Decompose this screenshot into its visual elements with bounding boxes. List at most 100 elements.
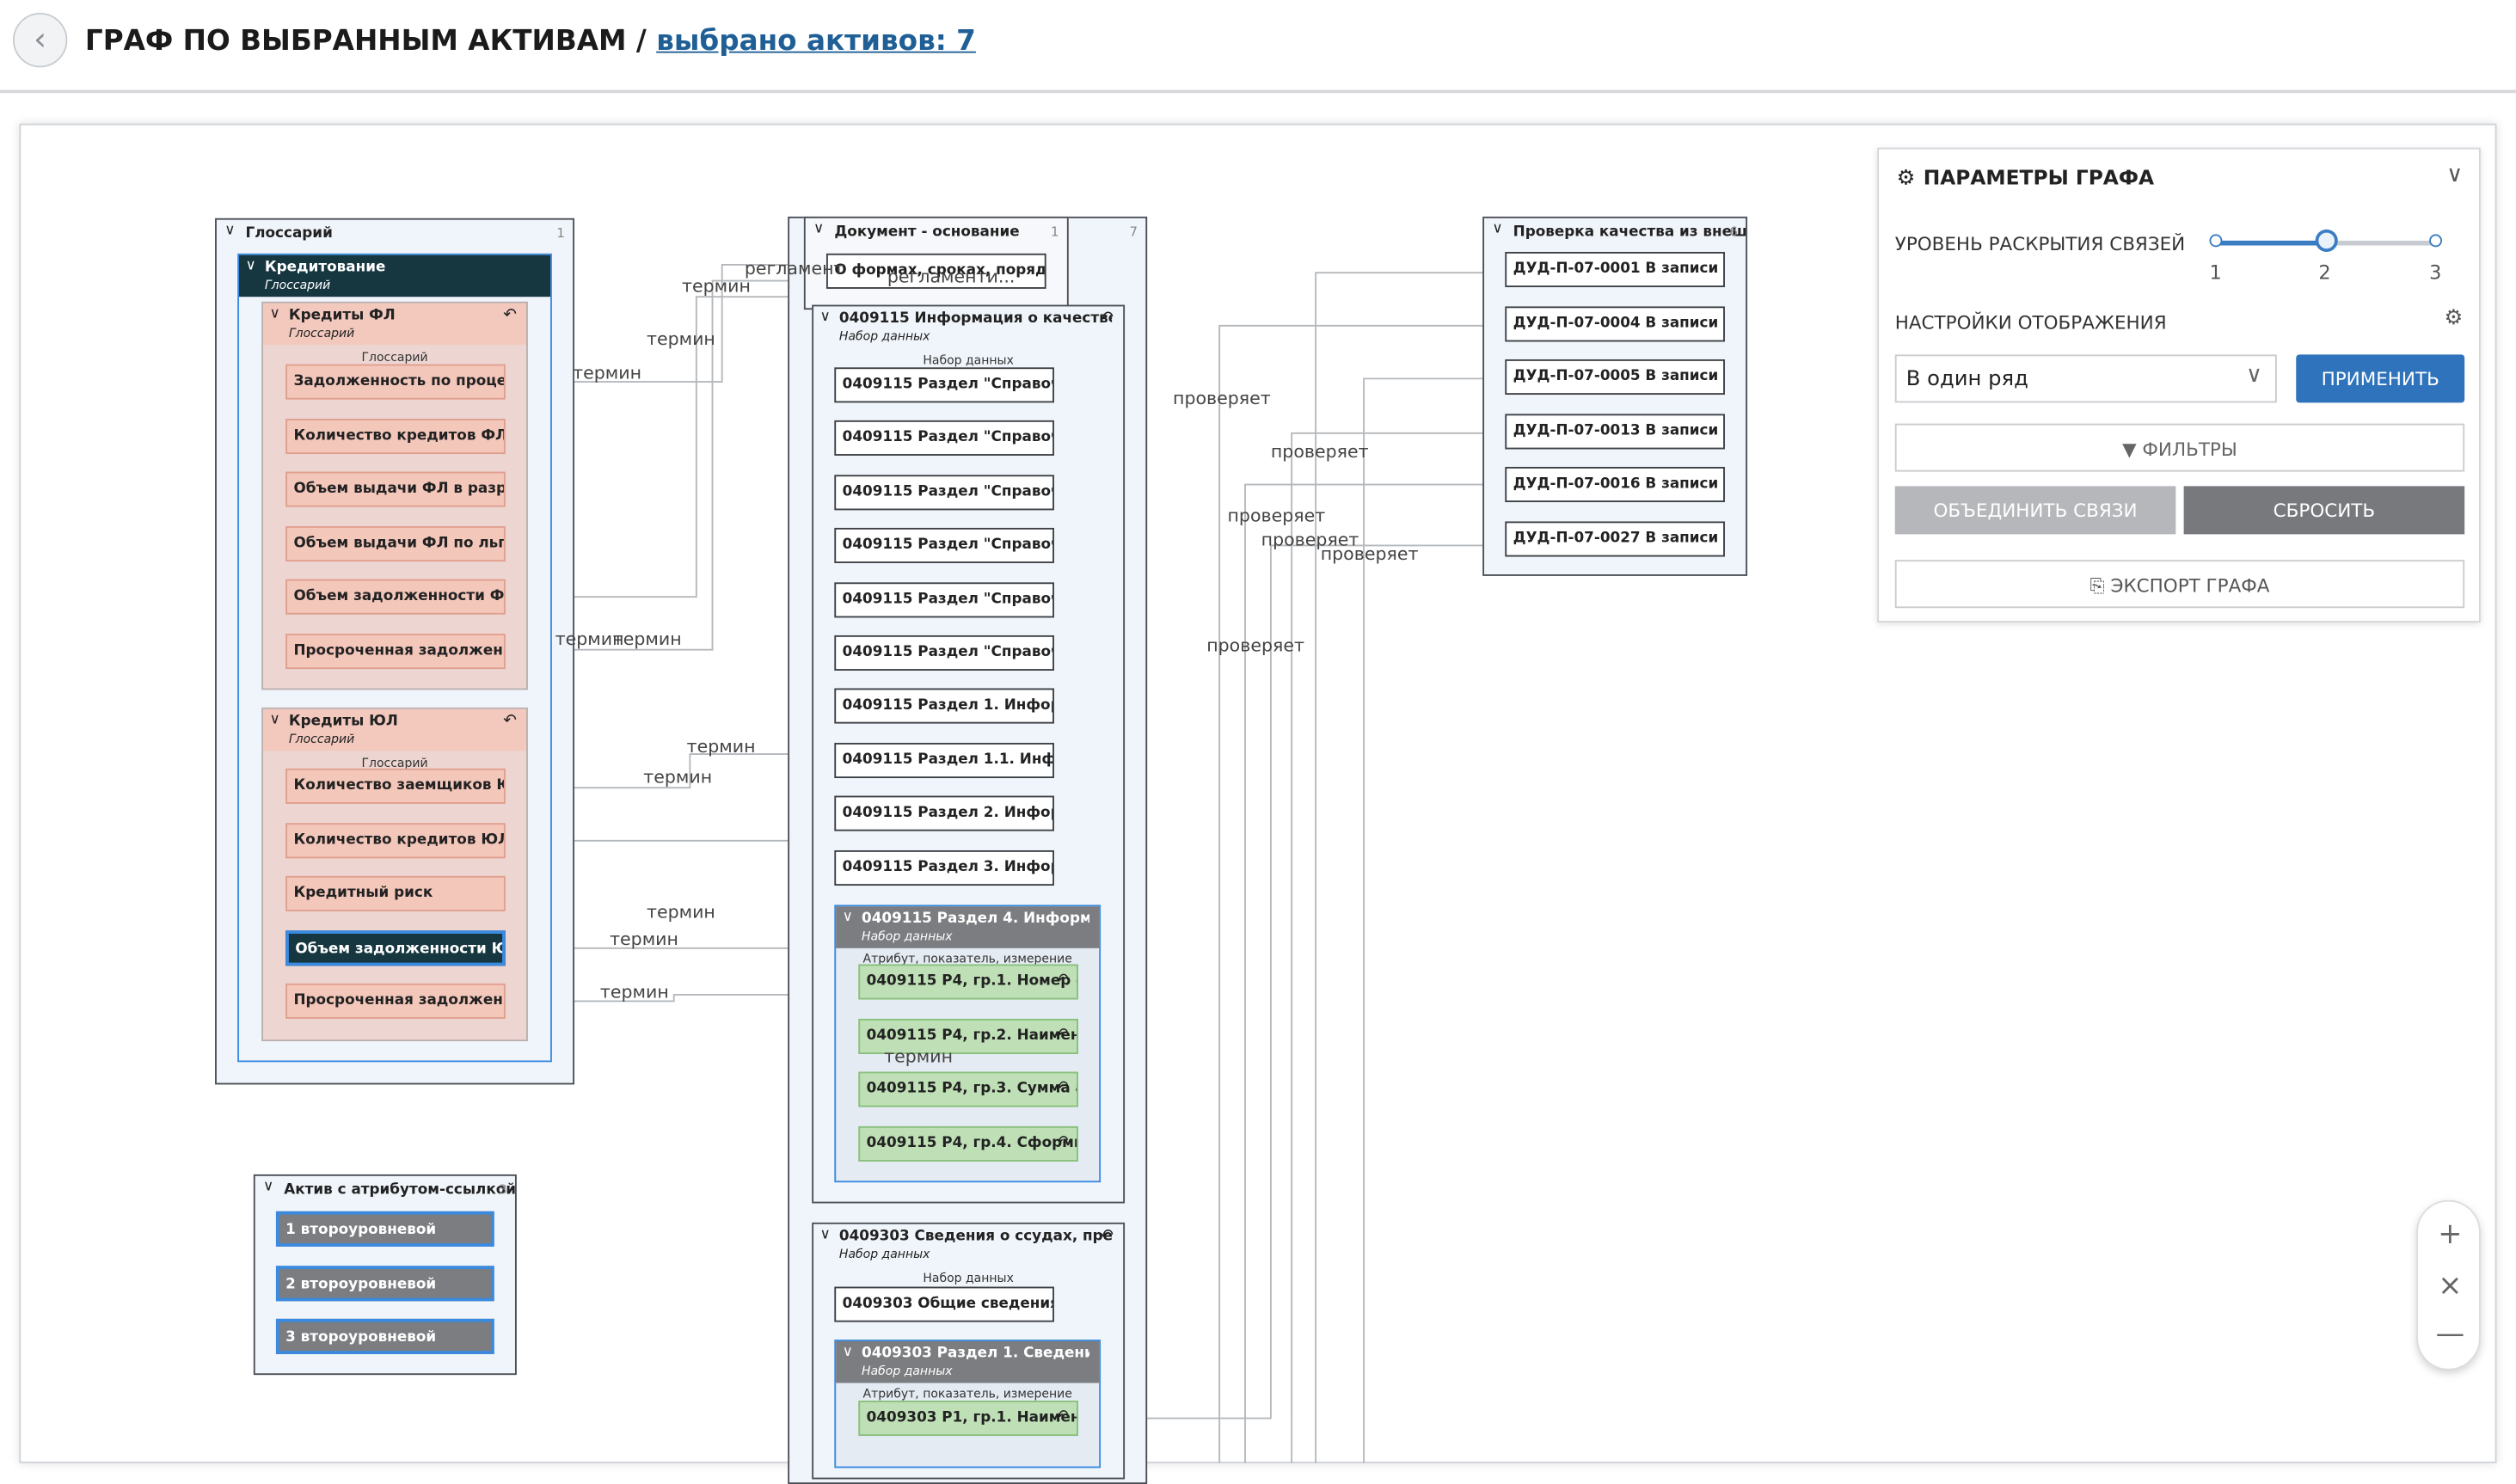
edge-label: термин bbox=[599, 981, 669, 1003]
chevron-down-icon[interactable]: ∨ bbox=[245, 258, 256, 275]
quality-check-node[interactable]: ДУД-П-07-0005 В записи ... bbox=[1505, 359, 1725, 396]
edge-label: термин bbox=[646, 328, 715, 350]
filter-icon: ▼ bbox=[2122, 438, 2143, 461]
term-node[interactable]: Объем задолженности ЮЛ bbox=[285, 929, 506, 966]
collapse-return-icon[interactable]: ↶ bbox=[1100, 1227, 1114, 1246]
zoom-controls: + × — bbox=[2416, 1199, 2481, 1371]
edge-label: проверяет bbox=[1320, 543, 1419, 565]
dataset-node[interactable]: 0409115 Раздел 3. Инфор... bbox=[834, 849, 1054, 886]
chevron-left-icon: ‹ bbox=[34, 19, 47, 58]
attribute-node[interactable]: 0409115 Р4, гр.2. Наимен...↶ bbox=[858, 1017, 1078, 1054]
edge-label: проверяет bbox=[1206, 635, 1304, 657]
term-node[interactable]: Объем выдачи ФЛ по льго... bbox=[285, 525, 506, 561]
display-mode-select[interactable]: В один ряд∨ bbox=[1894, 354, 2277, 403]
chevron-down-icon[interactable]: ∨ bbox=[224, 223, 236, 240]
display-label: НАСТРОЙКИ ОТОБРАЖЕНИЯ bbox=[1894, 311, 2167, 334]
term-node[interactable]: Задолженность по процен... bbox=[285, 364, 506, 400]
chevron-down-icon[interactable]: ∨ bbox=[813, 221, 825, 238]
tick-label-3: 3 bbox=[2429, 261, 2442, 285]
chevron-down-icon[interactable]: ∨ bbox=[263, 1179, 274, 1196]
term-node[interactable]: Количество кредитов ФЛ bbox=[285, 418, 506, 454]
edge-label: проверяет bbox=[1173, 388, 1271, 409]
apply-button[interactable]: ПРИМЕНИТЬ bbox=[2296, 354, 2465, 403]
quality-check-node[interactable]: ДУД-П-07-0027 В записи ... bbox=[1505, 520, 1725, 556]
chevron-down-icon[interactable]: ∨ bbox=[2446, 162, 2464, 188]
chevron-down-icon[interactable]: ∨ bbox=[842, 1344, 853, 1361]
chevron-down-icon[interactable]: ∨ bbox=[1492, 221, 1503, 238]
collapse-return-icon[interactable]: ↶ bbox=[1056, 1408, 1069, 1426]
edge-label: термин bbox=[884, 1046, 954, 1067]
edge-label: проверяет bbox=[1261, 529, 1359, 551]
slider-thumb[interactable] bbox=[2314, 229, 2337, 252]
collapse-return-icon[interactable]: ↶ bbox=[1100, 310, 1114, 328]
merge-links-button[interactable]: ОБЪЕДИНИТЬ СВЯЗИ bbox=[1894, 486, 2176, 535]
attribute-node[interactable]: 0409115 Р4, гр.4. Сформи...↶ bbox=[858, 1125, 1078, 1162]
graph-settings-panel: ⚙ПАРАМЕТРЫ ГРАФА ∨ УРОВЕНЬ РАСКРЫТИЯ СВЯ… bbox=[1877, 147, 2481, 623]
level-label: УРОВЕНЬ РАСКРЫТИЯ СВЯЗЕЙ bbox=[1894, 232, 2186, 255]
dataset-node[interactable]: 0409115 Раздел "Справоч... bbox=[834, 474, 1054, 511]
reset-button[interactable]: СБРОСИТЬ bbox=[2183, 486, 2465, 535]
level-slider[interactable] bbox=[2209, 229, 2443, 252]
tick-label-2: 2 bbox=[2318, 261, 2331, 285]
back-button[interactable]: ‹ bbox=[12, 12, 68, 68]
chevron-down-icon[interactable]: ∨ bbox=[842, 910, 853, 926]
zoom-out-button[interactable]: — bbox=[2435, 1316, 2465, 1352]
collapse-return-icon[interactable]: ↶ bbox=[1056, 1026, 1069, 1042]
edge-label: термин bbox=[686, 736, 756, 757]
edge-label: термин bbox=[573, 362, 642, 383]
dataset-node[interactable]: 0409115 Раздел "Справоч... bbox=[834, 635, 1054, 671]
term-node[interactable]: Количество кредитов ЮЛ bbox=[285, 822, 506, 858]
zoom-in-button[interactable]: + bbox=[2438, 1217, 2463, 1252]
slider-tick-3[interactable] bbox=[2429, 234, 2443, 248]
quality-check-node[interactable]: ДУД-П-07-0016 В записи ... bbox=[1505, 467, 1725, 503]
edge-label: термин bbox=[610, 929, 678, 950]
attribute-node[interactable]: 0409303 Р1, гр.1. Наимен...↶ bbox=[858, 1401, 1078, 1437]
chevron-down-icon[interactable]: ∨ bbox=[819, 310, 831, 326]
asset-node[interactable]: 1 второуровневой bbox=[275, 1211, 494, 1247]
chevron-down-icon[interactable]: ∨ bbox=[269, 306, 280, 323]
chevron-down-icon[interactable]: ∨ bbox=[819, 1227, 831, 1244]
collapse-return-icon[interactable]: ↶ bbox=[503, 712, 517, 731]
edge-label: проверяет bbox=[1270, 441, 1369, 463]
term-node[interactable]: Объем задолженности ФЛ bbox=[285, 579, 506, 615]
edge-label: проверяет bbox=[1227, 505, 1326, 527]
term-node[interactable]: Объем выдачи ФЛ в разр... bbox=[285, 471, 506, 507]
filters-button[interactable]: ▼ ФИЛЬТРЫ bbox=[1894, 423, 2465, 472]
attribute-node[interactable]: 0409115 Р4, гр.3. Сумма а...↶ bbox=[858, 1071, 1078, 1107]
term-node[interactable]: Просроченная задолженн... bbox=[285, 633, 506, 669]
dataset-node[interactable]: 0409115 Раздел 2. Инфор... bbox=[834, 795, 1054, 831]
chevron-down-icon[interactable]: ∨ bbox=[269, 712, 280, 729]
term-node[interactable]: Просроченная задолженн... bbox=[285, 983, 506, 1019]
dataset-node[interactable]: 0409115 Раздел 1.1. Инф... bbox=[834, 742, 1054, 778]
dataset-node[interactable]: 0409303 Общие сведения bbox=[834, 1286, 1054, 1322]
quality-check-node[interactable]: ДУД-П-07-0004 В записи ... bbox=[1505, 305, 1725, 341]
term-node[interactable]: Количество заемщиков ЮЛ bbox=[285, 768, 506, 804]
export-button[interactable]: ⎘ ЭКСПОРТ ГРАФА bbox=[1894, 560, 2465, 609]
quality-check-node[interactable]: ДУД-П-07-0001 В записи ... bbox=[1505, 251, 1725, 288]
asset-node[interactable]: 3 второуровневой bbox=[275, 1318, 494, 1354]
page-header: ‹ ГРАФ ПО ВЫБРАННЫМ АКТИВАМ / выбрано ак… bbox=[0, 0, 2516, 94]
attribute-node[interactable]: 0409115 Р4, гр.1. Номер с...↶ bbox=[858, 964, 1078, 1000]
gear-icon[interactable]: ⚙ bbox=[2444, 306, 2464, 331]
dataset-node[interactable]: 0409115 Раздел 1. Инфор... bbox=[834, 689, 1054, 725]
dataset-node[interactable]: 0409115 Раздел "Справоч... bbox=[834, 581, 1054, 617]
selected-assets-link[interactable]: выбрано активов: 7 bbox=[656, 25, 976, 58]
tick-label-1: 1 bbox=[2209, 261, 2222, 285]
slider-tick-1[interactable] bbox=[2209, 234, 2223, 248]
dataset-node[interactable]: 0409115 Раздел "Справоч... bbox=[834, 420, 1054, 457]
export-icon: ⎘ bbox=[2090, 574, 2111, 598]
collapse-return-icon[interactable]: ↶ bbox=[1056, 1079, 1069, 1096]
collapse-return-icon[interactable]: ↶ bbox=[1056, 1133, 1069, 1150]
chevron-down-icon: ∨ bbox=[2245, 362, 2263, 389]
dataset-node[interactable]: 0409115 Раздел "Справоч... bbox=[834, 367, 1054, 403]
collapse-return-icon[interactable]: ↶ bbox=[1056, 972, 1069, 989]
collapse-return-icon[interactable]: ↶ bbox=[503, 306, 517, 324]
term-node[interactable]: Кредитный риск bbox=[285, 875, 506, 911]
quality-check-node[interactable]: ДУД-П-07-0013 В записи ... bbox=[1505, 413, 1725, 449]
asset-node[interactable]: 2 второуровневой bbox=[275, 1265, 494, 1301]
edge-label: термин bbox=[682, 275, 751, 297]
fit-button[interactable]: × bbox=[2438, 1269, 2463, 1303]
basis-document-node[interactable]: О формах, сроках, порядк... bbox=[825, 253, 1046, 289]
edge-label: регламенти... bbox=[887, 266, 1016, 288]
dataset-node[interactable]: 0409115 Раздел "Справоч... bbox=[834, 528, 1054, 564]
